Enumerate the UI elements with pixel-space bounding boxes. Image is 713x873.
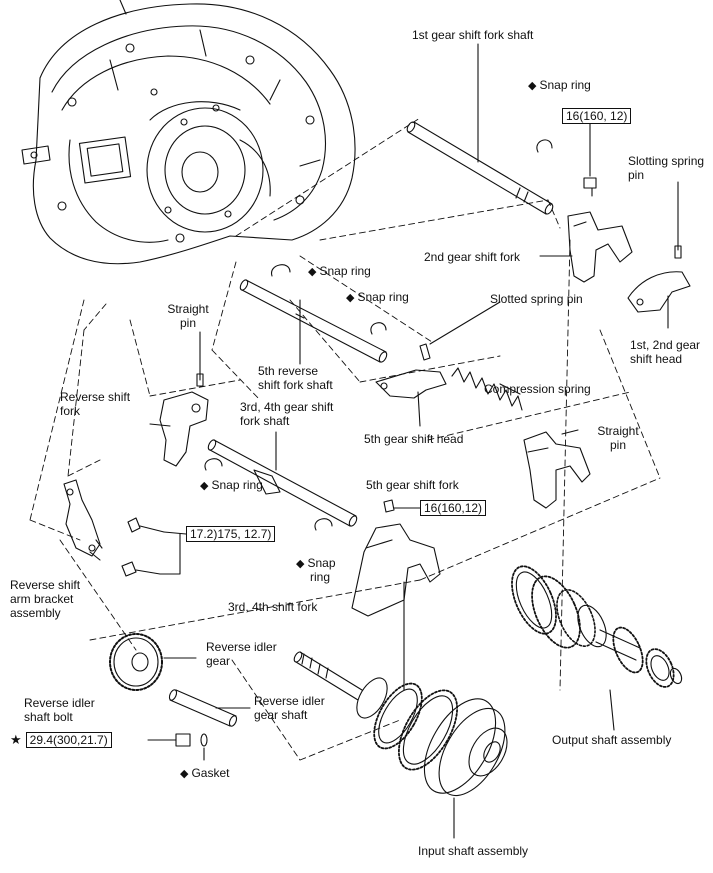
snap-ring-mid-1-drawing [271, 264, 291, 277]
reverse-bracket-bolts-drawing [121, 517, 187, 577]
fifth-gear-shift-head-drawing [375, 369, 447, 427]
snap-ring-top-drawing [536, 139, 553, 153]
straight-pin-left-drawing [196, 331, 204, 387]
label-snap-ring-mid-1: ◆Snap ring [308, 264, 371, 279]
label-snap-ring-low-2-text: Snap [307, 556, 336, 570]
label-snap-ring-low-2-2: ring [310, 570, 331, 584]
label-compression-spring: Compression spring [484, 382, 591, 396]
label-reverse-idler-shaft-2: gear shaft [254, 708, 308, 722]
replace-marker-icon: ◆ [346, 292, 355, 304]
torque-bolt-fifth: 16(160,12) [420, 500, 487, 516]
label-second-gear-fork: 2nd gear shift fork [424, 250, 521, 264]
label-slotted-spring-pin: Slotted spring pin [490, 292, 583, 306]
label-snap-ring-low-1-text: Snap ring [211, 478, 263, 492]
second-gear-fork-drawing [539, 211, 633, 283]
label-first-second-head-1: 1st, 2nd gear [630, 338, 701, 352]
label-snap-ring-low-1: ◆Snap ring [200, 478, 263, 493]
reverse-idler-gear-drawing [109, 633, 197, 691]
torque-bolt-idler: 29.4(300,21.7) [25, 732, 112, 748]
label-reverse-arm-bracket-1: Reverse shift [10, 578, 81, 592]
label-straight-pin-right-2: pin [609, 438, 626, 452]
label-fifth-reverse-shaft-2: shift fork shaft [258, 378, 333, 392]
label-snap-ring-mid-2-text: Snap ring [357, 290, 409, 304]
label-reverse-arm-bracket-3: assembly [10, 606, 61, 620]
replace-marker-icon: ◆ [180, 768, 189, 780]
label-snap-ring-low-2-1: ◆Snap [296, 556, 336, 571]
label-output-shaft: Output shaft assembly [552, 733, 672, 747]
label-gasket: ◆Gasket [180, 766, 229, 781]
output-shaft-drawing [511, 565, 683, 731]
torque-bolt-idler-row: ★29.4(300,21.7) [10, 732, 112, 748]
first-gear-fork-shaft-drawing [406, 43, 554, 215]
label-first-gear-fork-shaft: 1st gear shift fork shaft [412, 28, 534, 42]
assembly-guides [29, 117, 661, 761]
replace-marker-icon: ◆ [296, 558, 305, 570]
label-reverse-shift-fork-2: fork [60, 404, 81, 418]
snap-ring-mid-2-drawing [370, 322, 387, 335]
label-first-second-head-2: shift head [630, 352, 683, 366]
torque-bolt-top: 16(160, 12) [562, 108, 632, 124]
third-fourth-shaft-drawing [207, 431, 358, 527]
replace-marker-icon: ◆ [528, 80, 537, 92]
label-reverse-idler-shaft-1: Reverse idler [254, 694, 325, 708]
replace-marker-icon: ◆ [200, 480, 209, 492]
fifth-gear-fork-drawing [523, 431, 591, 509]
label-snap-ring-mid-1-text: Snap ring [319, 264, 371, 278]
label-reverse-idler-bolt-1: Reverse idler [24, 696, 95, 710]
label-reverse-idler-bolt-2: shaft bolt [24, 710, 73, 724]
precoated-star-icon: ★ [10, 732, 22, 747]
transaxle-case [21, 0, 356, 265]
slotted-spring-pin-drawing [419, 301, 501, 361]
replace-marker-icon: ◆ [308, 266, 317, 278]
label-snap-ring-top-text: Snap ring [539, 78, 591, 92]
bolt-top-drawing [583, 121, 597, 197]
label-third-fourth-fork: 3rd, 4th shift fork [228, 600, 318, 614]
label-slotting-spring-pin-1: Slotting spring [628, 154, 705, 168]
input-shaft-drawing [293, 581, 508, 839]
label-input-shaft: Input shaft assembly [418, 844, 529, 858]
label-third-fourth-shaft-2: fork shaft [240, 414, 290, 428]
label-third-fourth-shaft-1: 3rd, 4th gear shift [240, 400, 334, 414]
label-straight-pin-1: Straight [167, 302, 209, 316]
fifth-reverse-shaft-drawing [239, 279, 388, 365]
label-snap-ring-top: ◆Snap ring [528, 78, 591, 93]
slotting-spring-pin-drawing [674, 181, 682, 259]
third-fourth-fork-drawing [351, 523, 441, 617]
reverse-arm-bracket-drawing [63, 479, 103, 561]
snap-ring-low-1-drawing [204, 458, 223, 471]
label-fifth-gear-fork: 5th gear shift fork [366, 478, 459, 492]
reverse-shift-fork-drawing [149, 391, 209, 467]
label-straight-pin-right-1: Straight [597, 424, 639, 438]
straight-pin-right-drawing [561, 429, 579, 435]
snap-ring-low-2-drawing [314, 518, 333, 531]
label-reverse-arm-bracket-2: arm bracket [10, 592, 74, 606]
label-fifth-gear-shift-head: 5th gear shift head [364, 432, 464, 446]
label-reverse-idler-gear-1: Reverse idler [206, 640, 277, 654]
label-gasket-text: Gasket [191, 766, 230, 780]
label-reverse-idler-gear-2: gear [206, 654, 231, 668]
idler-bolt-drawing [147, 733, 208, 761]
torque-bolt-reverse: 17.2)175, 12.7) [186, 526, 276, 542]
label-reverse-shift-fork-1: Reverse shift [60, 390, 131, 404]
label-straight-pin-2: pin [179, 316, 196, 330]
bolt-fifth-drawing [383, 499, 421, 513]
label-snap-ring-mid-2: ◆Snap ring [346, 290, 409, 305]
label-fifth-reverse-shaft-1: 5th reverse [258, 364, 319, 378]
first-second-shift-head-drawing [627, 271, 691, 329]
label-slotting-spring-pin-2: pin [628, 168, 645, 182]
compression-spring-drawing [451, 367, 523, 411]
reverse-idler-shaft-drawing [168, 689, 251, 727]
